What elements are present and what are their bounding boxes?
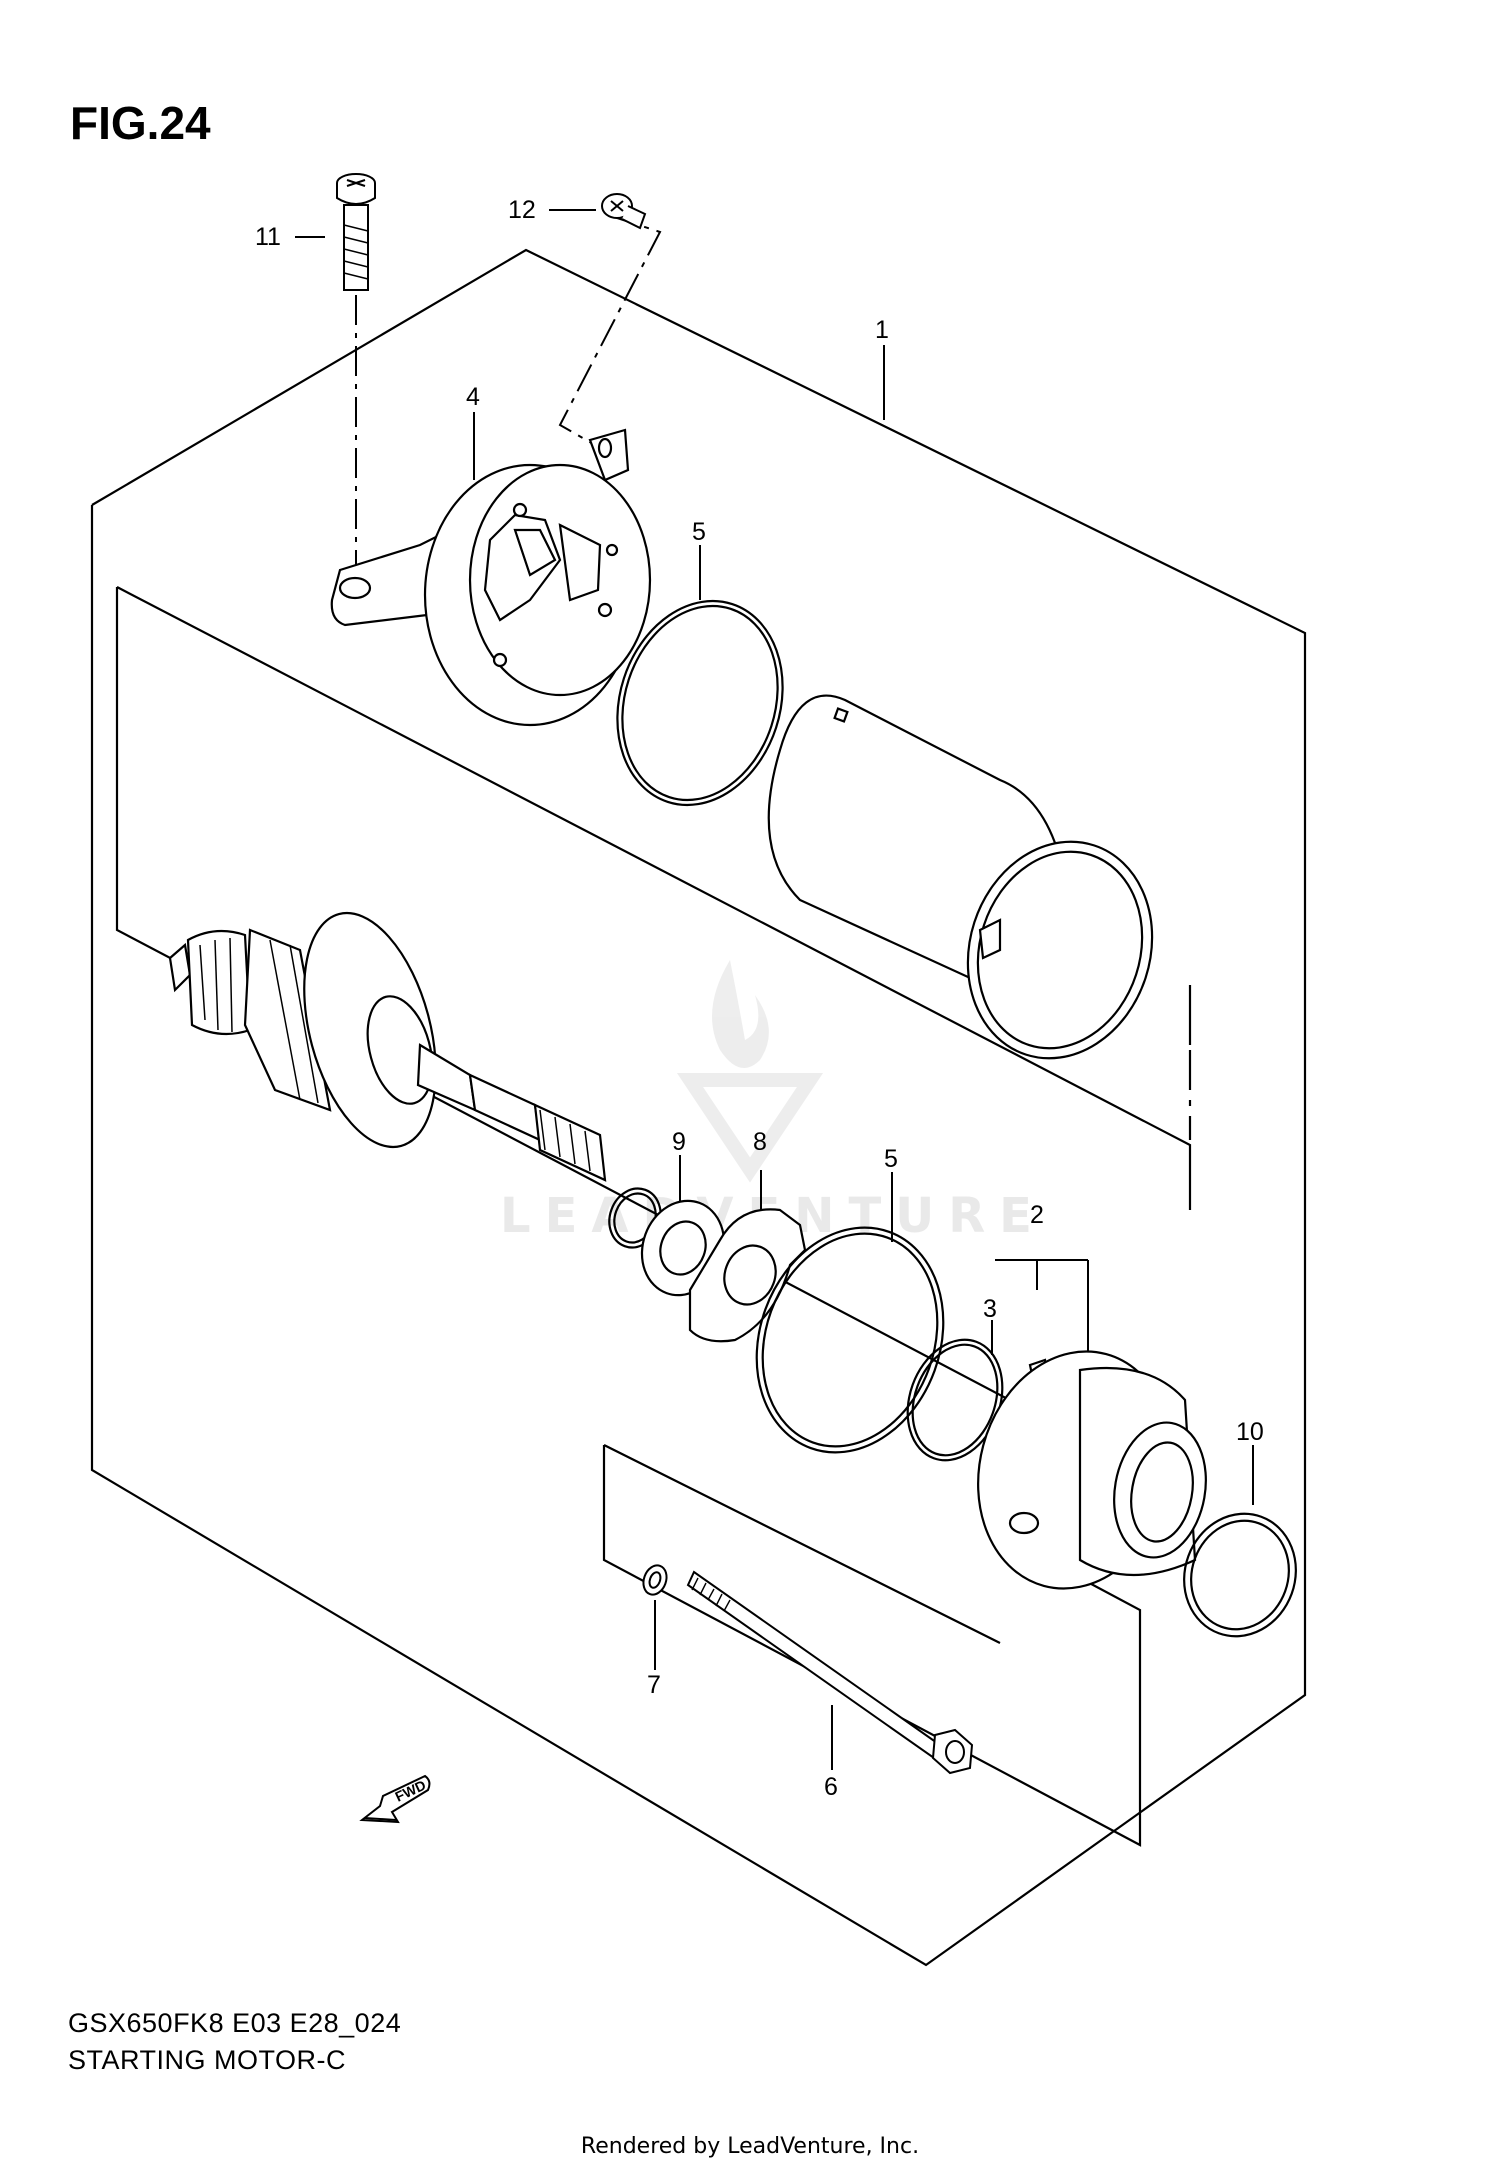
plate-part-8	[688, 1208, 807, 1343]
callout-4: 4	[466, 383, 480, 411]
callout-11: 11	[255, 223, 281, 251]
armature	[168, 911, 607, 1182]
brush-holder-part-4	[330, 428, 652, 727]
render-credit: Rendered by LeadVenture, Inc.	[580, 2134, 920, 2159]
o-ring-part-10	[1183, 1512, 1297, 1638]
front-housing-part-2	[977, 1350, 1207, 1590]
callout-12: 12	[508, 196, 536, 224]
callout-9: 9	[672, 1128, 686, 1156]
o-ring-part-5-upper	[616, 599, 784, 807]
callout-7: 7	[647, 1671, 661, 1699]
callout-labels: 1 2 3 4 5 5 6 7 8 9 10 11 12	[255, 196, 1264, 1801]
fwd-arrow-icon: FWD	[359, 1774, 431, 1824]
callout-8: 8	[753, 1128, 767, 1156]
callout-5-upper: 5	[692, 518, 706, 546]
callout-6: 6	[824, 1773, 838, 1801]
callout-10: 10	[1236, 1418, 1264, 1446]
callout-2: 2	[1030, 1201, 1044, 1229]
yoke-housing	[767, 694, 1154, 1060]
washer-part-7	[642, 1564, 668, 1596]
model-code: GSX650FK8 E03 E28_024	[68, 2008, 402, 2038]
callout-1: 1	[875, 316, 889, 344]
assembly-outline	[90, 248, 1307, 1967]
bolt-part-11	[336, 173, 376, 291]
screw-part-12	[601, 193, 647, 230]
figure-title: FIG.24	[70, 97, 211, 149]
through-bolt-part-6	[686, 1570, 974, 1775]
section-name: STARTING MOTOR-C	[68, 2045, 346, 2075]
o-ring-part-5-lower	[755, 1226, 945, 1454]
callout-5-lower: 5	[884, 1145, 898, 1173]
callout-3: 3	[983, 1295, 997, 1323]
leadventure-watermark: LEADVENTURE	[500, 960, 1032, 1244]
